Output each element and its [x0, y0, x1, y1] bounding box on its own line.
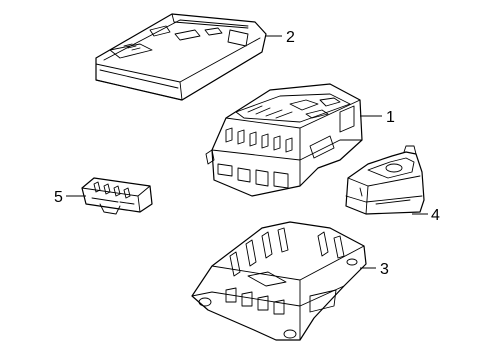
callout-3: 3: [360, 261, 389, 278]
part-1-fuse-box: [205, 83, 363, 197]
part-5-connector: [81, 177, 153, 215]
part-2-cover: [95, 13, 267, 101]
callout-4-label: 4: [431, 207, 440, 224]
part-3-base-tray: [191, 221, 367, 341]
part-4-module: [345, 145, 425, 215]
callout-3-label: 3: [380, 261, 389, 278]
callout-5: 5: [54, 189, 86, 206]
callout-2-label: 2: [286, 29, 295, 46]
callout-5-label: 5: [54, 189, 63, 206]
callout-1: 1: [360, 109, 395, 126]
callout-1-label: 1: [386, 109, 395, 126]
callout-4: 4: [412, 207, 440, 224]
callout-2: 2: [266, 29, 295, 46]
